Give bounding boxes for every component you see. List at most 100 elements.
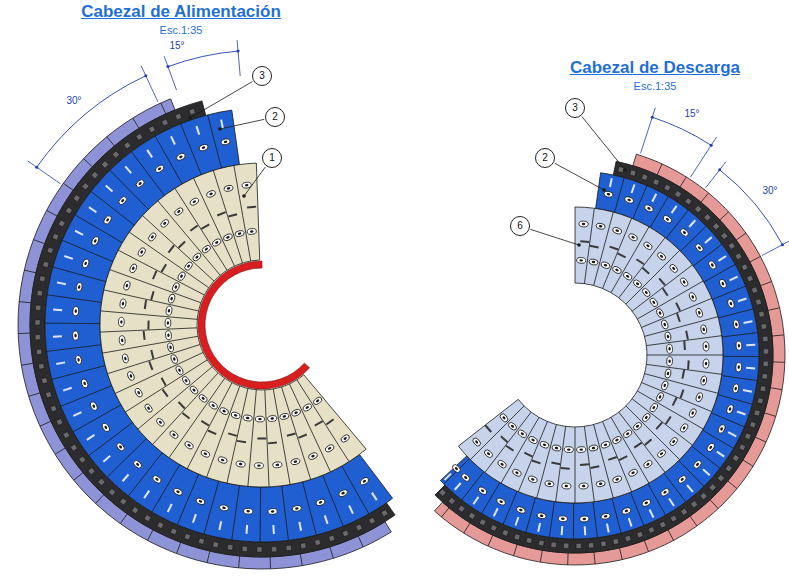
segment-joint (770, 388, 782, 390)
bolt-head (181, 375, 191, 386)
lifter-block (45, 391, 52, 398)
lifter-bar (268, 441, 277, 444)
bolt-symbol (302, 403, 313, 413)
bolt-center (728, 407, 731, 411)
bolt-head (471, 437, 481, 448)
lifter-bar (150, 350, 154, 359)
bolt-center (698, 395, 701, 399)
bolt-symbol (580, 516, 590, 522)
dimension-label: 30° (66, 95, 81, 107)
bolt-head (666, 344, 672, 354)
leader-line (555, 163, 604, 190)
dimension-tick (718, 168, 721, 171)
bolt-center (222, 409, 226, 413)
segment-joint (303, 482, 317, 535)
lifter-block (37, 290, 43, 296)
bolt-head (175, 152, 186, 161)
lifter-bar (580, 240, 589, 243)
bolt-center (698, 311, 701, 315)
bolt-head (192, 252, 203, 263)
bolt-symbol (198, 393, 209, 403)
bolt-symbol (243, 508, 253, 514)
segment-joint (289, 384, 330, 472)
bolt-symbol (666, 344, 672, 354)
bolt-head (544, 480, 554, 487)
segment-joint (207, 551, 210, 563)
bolt-symbol (211, 238, 222, 248)
segment-joint (169, 378, 225, 457)
bolt-symbol (632, 279, 643, 289)
lifter-block (124, 142, 131, 149)
leader-line (220, 119, 264, 129)
bolt-head (679, 227, 690, 237)
lifter-block (73, 195, 80, 202)
bolt-center (615, 438, 619, 442)
bolt-symbol (732, 383, 740, 393)
lifter-bar (150, 291, 154, 300)
bolt-center (168, 309, 171, 313)
lifter-bar (551, 461, 560, 465)
bolt-head (338, 489, 349, 498)
segment-joint (626, 406, 680, 460)
bolt-head (664, 368, 671, 378)
bolt-center (121, 338, 124, 342)
bolt-center (599, 225, 603, 228)
bolt-head (119, 299, 126, 309)
lifter-bar (228, 432, 237, 436)
bolt-symbol (596, 223, 606, 230)
bolt-symbol (220, 138, 230, 145)
segment-joint (161, 103, 166, 114)
bolt-center (167, 321, 169, 325)
callout-circle: 2 (265, 107, 285, 127)
segment-joint (755, 437, 766, 442)
bolt-symbol (679, 422, 689, 433)
lifter-block (98, 478, 105, 485)
bolt-center (738, 344, 741, 348)
lifter-bar (609, 178, 613, 187)
lifter-block (744, 433, 751, 440)
lifter-bar (326, 418, 334, 425)
lifter-block (757, 398, 763, 404)
lifter-bar (606, 523, 610, 532)
bolt-head (183, 261, 193, 272)
bolt-symbol (499, 412, 509, 423)
bolt-symbol (223, 184, 233, 192)
bolt-head (661, 319, 669, 330)
bolt-symbol (688, 408, 697, 419)
leader-dot (623, 168, 627, 172)
lifter-block (448, 497, 455, 504)
bolt-center (666, 371, 669, 375)
bolt-center (709, 445, 713, 449)
bolt-head (236, 460, 246, 467)
bolt-symbol (624, 196, 635, 205)
lifter-bar (146, 149, 153, 158)
bolt-head (580, 516, 590, 522)
bolt-head (101, 422, 111, 433)
dimension-arc (168, 51, 238, 67)
segment-joint (213, 170, 242, 263)
segment-joint (323, 475, 344, 526)
dimension-tick (710, 144, 713, 147)
lifter-bar (609, 246, 618, 251)
bolt-center (663, 490, 667, 494)
segment-joint (107, 137, 115, 146)
bolt-head (624, 196, 635, 205)
bolt-symbol (664, 368, 671, 378)
bolt-symbol (254, 463, 263, 469)
segment-joint (567, 553, 568, 565)
callout-circle: 6 (510, 216, 530, 236)
lifter-bar (245, 525, 248, 534)
segment-joint (680, 177, 686, 187)
lifter-bar (161, 377, 167, 386)
segment-joint (125, 360, 207, 412)
lifter-block (101, 161, 108, 168)
bolt-head (703, 359, 709, 369)
lifter-block (50, 405, 57, 412)
bolt-symbol (129, 263, 138, 274)
bolt-symbol (184, 440, 195, 450)
bolt-center (118, 445, 122, 449)
lifter-bar (515, 517, 520, 526)
bolt-center (531, 438, 535, 442)
bolt-head (642, 241, 653, 251)
segment-joint (33, 240, 44, 244)
